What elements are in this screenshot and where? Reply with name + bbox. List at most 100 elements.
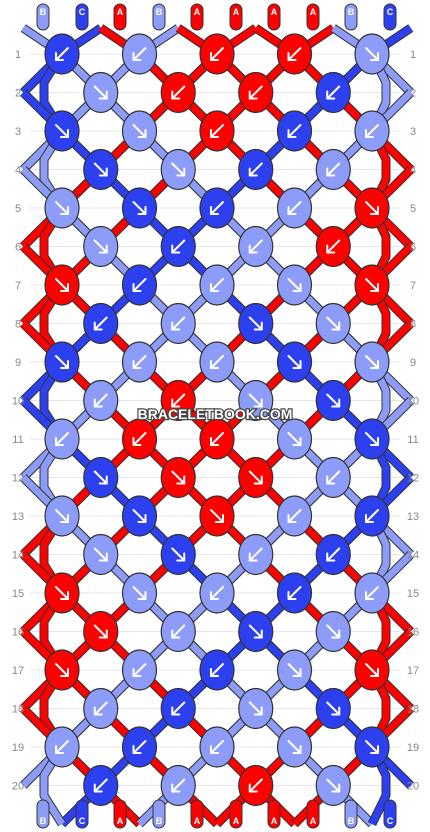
row-number-left: 3	[15, 126, 21, 138]
arrow-shaft	[171, 624, 186, 639]
knot	[238, 302, 274, 345]
knot	[238, 379, 274, 422]
arrow-head	[292, 437, 302, 446]
arrow-head	[331, 629, 341, 639]
string-end	[152, 3, 166, 31]
knot	[44, 726, 80, 768]
arrow-down-right-icon	[365, 201, 379, 215]
knot	[315, 148, 351, 191]
arrow-head	[132, 52, 142, 61]
knot	[160, 687, 196, 730]
arrow-shaft	[365, 201, 379, 215]
arrow-shaft	[171, 547, 186, 562]
knot	[276, 726, 313, 768]
row-number-right: 12	[407, 473, 419, 485]
arrow-shaft	[171, 778, 186, 793]
arrow-shaft	[171, 701, 186, 716]
arrow-shaft	[365, 432, 379, 446]
string-label: A	[310, 816, 317, 826]
arrow-head	[132, 437, 142, 446]
arrow-head	[292, 283, 302, 292]
string-label: C	[79, 816, 86, 826]
knot	[83, 456, 119, 499]
row-number-left: 20	[12, 781, 24, 793]
string-end	[306, 3, 320, 31]
arrow-down-right-icon	[55, 278, 69, 292]
arrow-head	[331, 706, 341, 716]
arrow-head	[98, 90, 108, 100]
knot	[354, 649, 390, 691]
arrow-down-right-icon	[326, 624, 341, 639]
arrow-down-right-icon	[171, 547, 186, 562]
row-number-left: 12	[12, 473, 24, 485]
knot	[276, 264, 313, 306]
arrow-down-right-icon	[132, 201, 147, 215]
knots	[44, 33, 390, 807]
string-end	[267, 3, 281, 31]
arrow-down-left-icon	[132, 663, 147, 677]
arrow-shaft	[248, 701, 263, 716]
row-number-left: 1	[15, 49, 21, 61]
arrow-head	[137, 514, 147, 523]
knot	[315, 533, 351, 576]
knot	[160, 225, 196, 268]
arrow-shaft	[326, 778, 341, 793]
arrow-down-right-icon	[55, 509, 69, 523]
row-number-left: 9	[15, 357, 21, 369]
arrow-head	[326, 552, 336, 562]
string-label: A	[117, 816, 124, 826]
row-number-right: 4	[410, 165, 416, 177]
knot	[83, 302, 119, 345]
arrow-shaft	[287, 201, 302, 215]
knot	[354, 495, 390, 537]
arrow-down-right-icon	[326, 778, 341, 793]
row-number-left: 8	[15, 319, 21, 331]
arrow-down-right-icon	[171, 470, 186, 485]
row-number-left: 14	[12, 550, 24, 562]
arrow-shaft	[93, 316, 108, 331]
arrow-shaft	[326, 470, 341, 485]
knot	[315, 302, 351, 345]
knot	[83, 225, 119, 268]
knot	[276, 418, 313, 460]
arrow-down-right-icon	[93, 162, 108, 177]
arrow-head	[248, 783, 258, 793]
arrow-head	[210, 129, 219, 138]
knot	[83, 379, 119, 422]
arrow-down-left-icon	[210, 278, 224, 292]
arrow-head	[210, 668, 219, 677]
arrow-down-right-icon	[287, 278, 302, 292]
knot	[276, 341, 313, 383]
string-label: B	[348, 7, 355, 17]
knot	[238, 148, 274, 191]
arrow-down-left-icon	[287, 201, 302, 215]
arrow-shaft	[287, 740, 302, 754]
arrow-shaft	[365, 124, 379, 138]
arrow-shaft	[93, 393, 108, 408]
row-number-left: 13	[12, 511, 24, 523]
arrow-head	[210, 745, 219, 754]
arrow-shaft	[93, 547, 108, 562]
knot	[44, 649, 80, 691]
knot	[121, 341, 158, 383]
arrow-down-right-icon	[365, 432, 379, 446]
arrow-down-left-icon	[171, 85, 186, 100]
arrow-shaft	[287, 124, 302, 138]
row-number-right: 10	[407, 396, 419, 408]
arrow-shaft	[171, 239, 186, 254]
knot	[44, 418, 80, 460]
knot	[121, 418, 158, 460]
arrow-shaft	[171, 85, 186, 100]
arrow-down-left-icon	[132, 47, 147, 61]
string-label: B	[40, 816, 47, 826]
arrow-head	[292, 360, 302, 369]
arrow-shaft	[287, 432, 302, 446]
string-label: A	[194, 7, 201, 17]
arrow-head	[210, 437, 219, 446]
arrow-head	[176, 475, 186, 485]
arrow-down-right-icon	[132, 586, 147, 600]
row-number-left: 19	[12, 742, 24, 754]
arrow-head	[370, 437, 379, 446]
string-end	[113, 3, 127, 31]
